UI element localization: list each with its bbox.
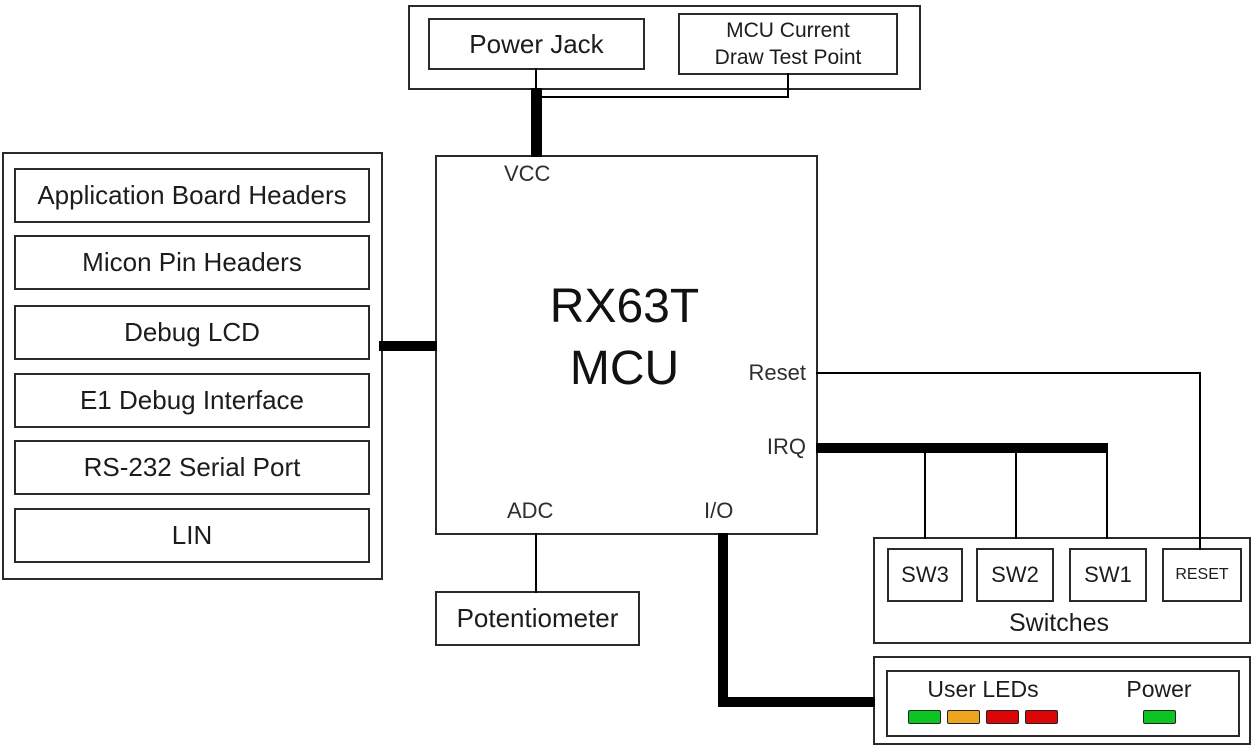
mcu-name-line1: RX63T [549, 280, 700, 333]
test-point-drop-line [787, 73, 789, 98]
reset-switch-label: RESET [1175, 566, 1229, 583]
power-jack-box: Power Jack [428, 18, 645, 70]
sw1-drop-line [1106, 450, 1108, 539]
debug-lcd-box: Debug LCD [14, 305, 370, 360]
reset-switch: RESET [1162, 548, 1242, 602]
reset-pin-label: Reset [748, 360, 806, 385]
sw1-label: SW1 [1084, 562, 1132, 587]
application-board-headers-box: Application Board Headers [14, 168, 370, 223]
io-vertical-thick-line [718, 533, 728, 707]
power-led-green [1143, 710, 1176, 724]
power-jack-label: Power Jack [469, 28, 604, 59]
vcc-power-thick-line [531, 88, 542, 157]
sw1-switch: SW1 [1069, 548, 1147, 602]
adc-potentiometer-line [535, 533, 537, 593]
rs232-serial-port-box: RS-232 Serial Port [14, 440, 370, 495]
adc-pin-label: ADC [507, 498, 554, 523]
vcc-pin-label: VCC [504, 161, 551, 186]
lin-label: LIN [171, 520, 213, 550]
switches-section-label: Switches [1008, 609, 1110, 637]
io-pin-label: I/O [704, 498, 734, 523]
mcu-name-line2: MCU [569, 342, 680, 395]
mcu-box [435, 155, 818, 535]
potentiometer-label: Potentiometer [456, 603, 619, 633]
user-led-orange [947, 710, 980, 724]
reset-vertical-line [1199, 372, 1201, 550]
irq-pin-label: IRQ [766, 434, 806, 459]
user-leds-label: User LEDs [927, 676, 1039, 702]
potentiometer-box: Potentiometer [435, 591, 640, 646]
mcu-name: RX63T MCU [435, 276, 814, 400]
io-horizontal-thick-line [718, 697, 875, 707]
irq-thick-line [816, 443, 1108, 453]
user-led-red-1 [986, 710, 1019, 724]
sw2-drop-line [1015, 450, 1017, 539]
power-led-label: Power [1126, 676, 1192, 702]
lin-box: LIN [14, 508, 370, 563]
e1-debug-interface-box: E1 Debug Interface [14, 373, 370, 428]
mcu-current-test-point-label: MCU Current Draw Test Point [714, 18, 862, 69]
power-jack-drop-line [535, 68, 537, 94]
sw2-label: SW2 [991, 562, 1039, 587]
sw3-label: SW3 [901, 562, 949, 587]
rs232-serial-port-label: RS-232 Serial Port [83, 452, 301, 482]
mcu-current-test-point-box: MCU Current Draw Test Point [678, 13, 898, 75]
application-board-headers-label: Application Board Headers [37, 180, 347, 210]
micon-pin-headers-label: Micon Pin Headers [82, 247, 302, 277]
user-led-red-2 [1025, 710, 1058, 724]
debug-lcd-label: Debug LCD [124, 317, 260, 347]
test-point-horizontal-line [540, 96, 789, 98]
reset-horizontal-line [816, 372, 1201, 374]
sw3-switch: SW3 [887, 548, 963, 602]
sw3-drop-line [924, 450, 926, 539]
sw2-switch: SW2 [976, 548, 1054, 602]
e1-debug-interface-label: E1 Debug Interface [79, 385, 305, 415]
leds-inner-box [886, 670, 1240, 737]
micon-pin-headers-box: Micon Pin Headers [14, 235, 370, 290]
peripherals-mcu-thick-line [379, 341, 437, 351]
user-led-green [908, 710, 941, 724]
